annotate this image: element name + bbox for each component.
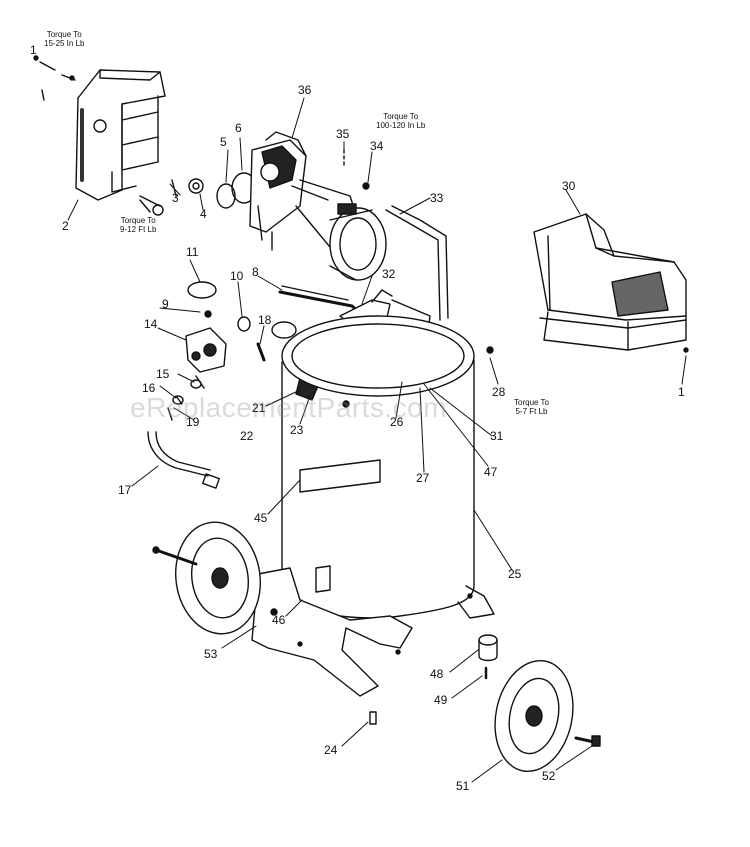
torque-note-shroud-line2: 15-25 In Lb [44, 39, 85, 49]
regulator-assembly [167, 281, 266, 421]
part-label: 36 [298, 83, 312, 97]
torque-note-base-line1: Torque To [514, 398, 549, 407]
part-label: 17 [118, 483, 132, 497]
tank-part [281, 315, 475, 619]
hardware-bits [343, 149, 370, 190]
torque-note-head-line1: Torque To [383, 112, 419, 121]
part-label: 23 [290, 423, 304, 437]
hose-part [147, 431, 220, 489]
part-label: 9 [162, 297, 169, 311]
leader-lines [67, 97, 687, 783]
motor-pump-assembly [216, 131, 449, 321]
watermark: eReplacementParts.com [130, 392, 448, 423]
fastener-parts [139, 178, 204, 216]
part-label: 31 [490, 429, 504, 443]
part-label: 18 [258, 313, 272, 327]
wheel-left [152, 521, 262, 635]
part-label: 4 [200, 207, 207, 221]
part-label: 21 [252, 401, 266, 415]
base-frame [251, 567, 495, 697]
part-label: 52 [542, 769, 556, 783]
part-label: 45 [254, 511, 268, 525]
part-label: 33 [430, 191, 444, 205]
part-label: 11 [186, 245, 199, 259]
torque-note-head-line2: 100-120 In Lb [376, 121, 426, 131]
part-label: 47 [484, 465, 498, 479]
part-label: 30 [562, 179, 576, 193]
wheel-right [494, 659, 601, 773]
part-label: 1 [30, 43, 37, 57]
torque-note-shroud: Torque To 15-25 In Lb [44, 30, 84, 48]
part-label: 16 [142, 381, 156, 395]
part-label: 15 [156, 367, 170, 381]
part-label: 10 [230, 269, 244, 283]
part-label: 3 [172, 191, 179, 205]
part-label: 48 [430, 667, 444, 681]
part-label: 35 [336, 127, 350, 141]
part-label: 53 [204, 647, 218, 661]
part-label: 28 [492, 385, 506, 399]
part-label: 46 [272, 613, 286, 627]
torque-note-fitting: Torque To 9-12 Ft Lb [120, 216, 156, 234]
shroud-part [33, 55, 166, 201]
torque-note-fitting-line1: Torque To [120, 216, 156, 225]
part-label: 27 [416, 471, 430, 485]
part-label: 8 [252, 265, 259, 279]
part-label: 24 [324, 743, 338, 757]
part-label: 34 [370, 139, 384, 153]
foot-parts [369, 634, 498, 725]
part-label: 19 [186, 415, 200, 429]
part-label: 32 [382, 267, 396, 281]
torque-note-head: Torque To 100-120 In Lb [376, 112, 425, 130]
part-label: 22 [240, 429, 254, 443]
part-label: 2 [62, 219, 69, 233]
part-label: 6 [235, 121, 242, 135]
part-label: 14 [144, 317, 158, 331]
part-label: 25 [508, 567, 522, 581]
part-label: 26 [390, 415, 404, 429]
cover-part [533, 213, 689, 353]
torque-note-shroud-line1: Torque To [46, 30, 82, 39]
part-label: 49 [434, 693, 448, 707]
torque-note-base-line2: 5-7 Ft Lb [515, 407, 548, 417]
torque-note-base: Torque To 5-7 Ft Lb [514, 398, 549, 416]
part-label: 5 [220, 135, 227, 149]
part-label: 1 [678, 385, 685, 399]
torque-note-fitting-line2: 9-12 Ft Lb [120, 225, 157, 235]
part-label: 51 [456, 779, 470, 793]
